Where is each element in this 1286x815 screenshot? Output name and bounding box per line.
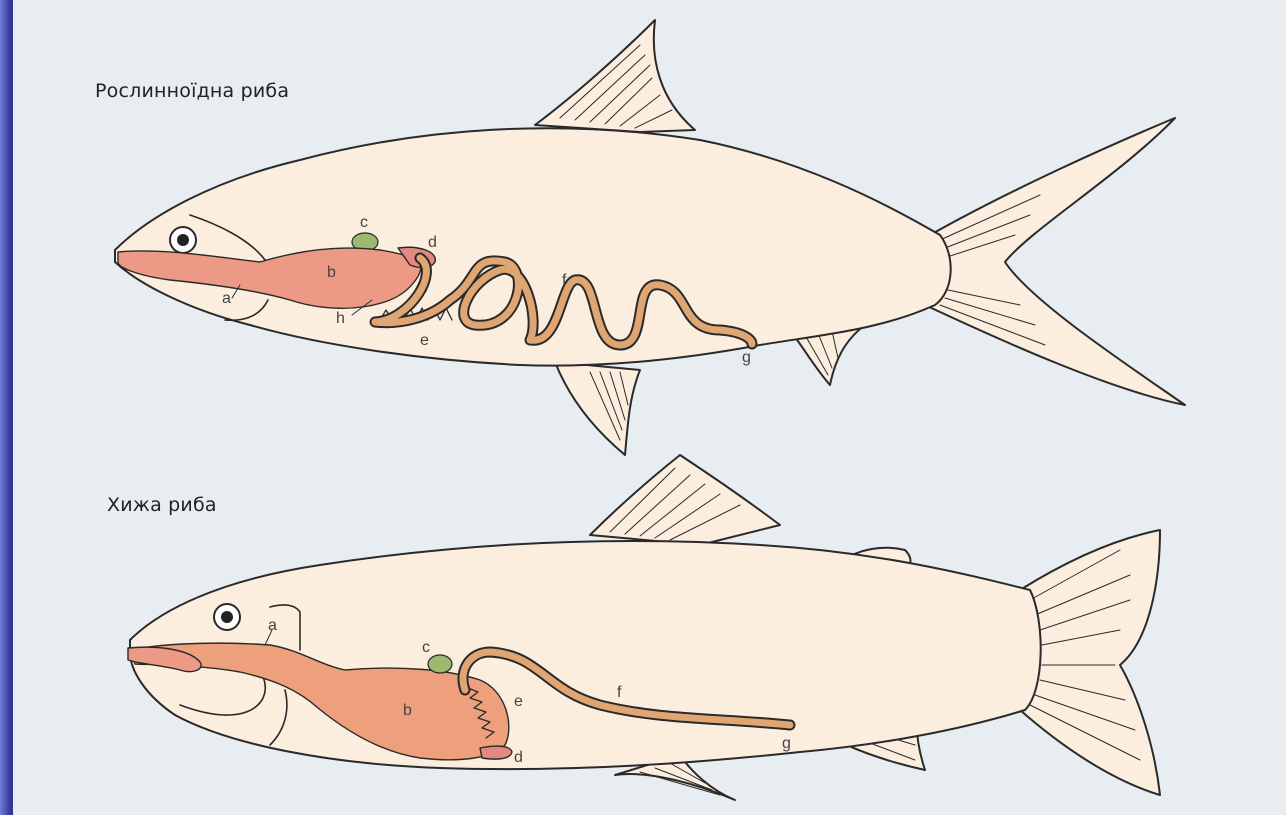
predator-label-e: e [514, 693, 523, 710]
herbivore-label-c: c [360, 214, 368, 231]
herbivore-pelvic-fin [555, 362, 640, 455]
herbivore-label-b: b [327, 264, 336, 281]
herbivore-label-a: a [222, 290, 231, 307]
herbivore-tail-fin [925, 118, 1185, 405]
herbivore-label-e: e [420, 332, 429, 349]
herbivore-label-h: h [336, 310, 345, 327]
predator-label-d: d [514, 749, 523, 766]
predator-label-a: a [268, 617, 277, 634]
predator-label-g: g [782, 735, 791, 752]
predator-label-b: b [403, 702, 412, 719]
herbivore-label-d: d [428, 234, 437, 251]
predator-label-c: c [422, 639, 430, 656]
herbivore-label-g: g [742, 349, 751, 366]
predator-duodenum [480, 746, 512, 759]
herbivore-fish [115, 20, 1185, 455]
herbivore-label-f: f [562, 272, 567, 289]
predator-label-f: f [617, 684, 622, 701]
predator-fish [128, 455, 1160, 800]
predator-gallbladder [428, 655, 452, 673]
herbivore-dorsal-fin [535, 20, 695, 132]
